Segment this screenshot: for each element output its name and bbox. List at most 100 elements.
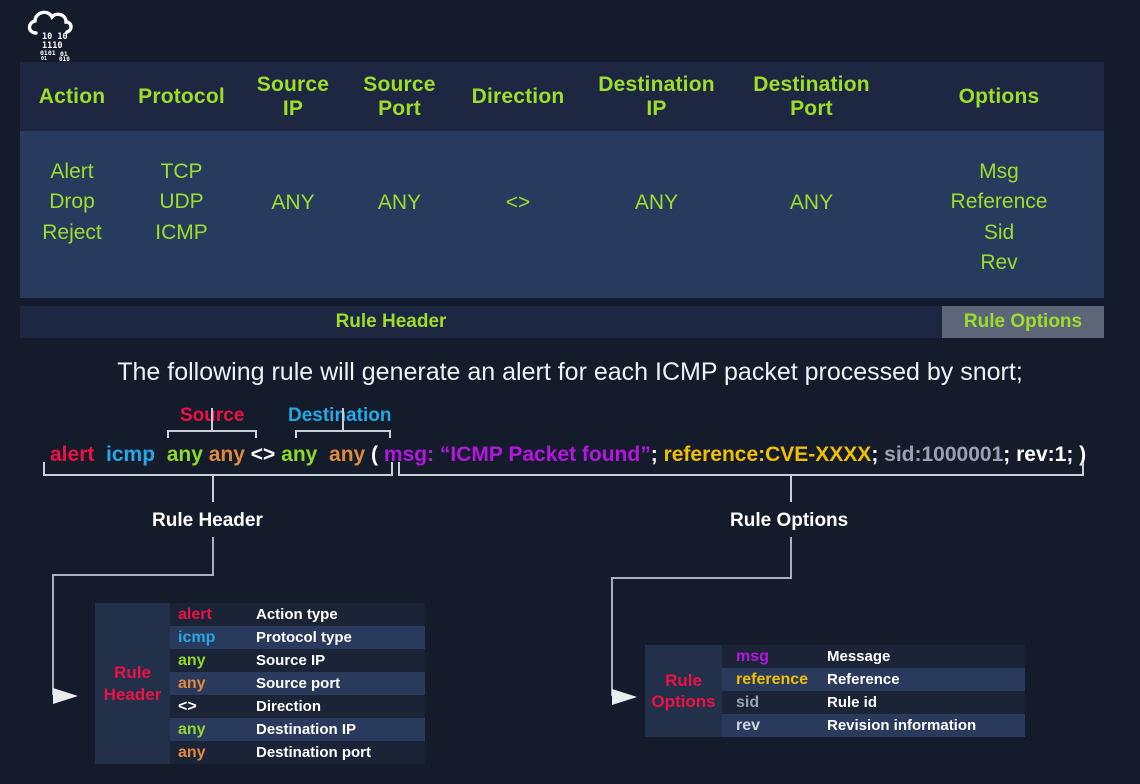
detail-row: <> Direction — [170, 695, 425, 718]
rule-header-arrowhead — [53, 688, 78, 704]
cell-source-port-value: ANY — [347, 131, 452, 298]
detail-row-value: Action type — [256, 606, 338, 623]
cell-source-ip-value: ANY — [239, 131, 347, 298]
rule-token-semicolon-4: ; — [1066, 443, 1074, 466]
side-label-line2: Options — [651, 692, 716, 711]
cloud-binary-logo: 10 10 1110 0101 01 01 010 — [22, 6, 82, 63]
header-label-dest-port-line2: Port — [790, 96, 833, 120]
detail-row-value: Direction — [256, 698, 322, 715]
detail-row-key: any — [178, 743, 206, 761]
detail-row-key: icmp — [178, 628, 216, 646]
column-header-protocol: Protocol — [124, 62, 239, 131]
rule-token-direction: <> — [250, 443, 276, 466]
header-label-action: Action — [38, 84, 106, 108]
rule-token-source-ip: any — [166, 443, 203, 466]
rule-token-action: alert — [50, 443, 95, 466]
header-label-source-port-line1: Source — [363, 73, 436, 97]
svg-text:0101: 0101 — [40, 49, 56, 57]
action-value-drop: Drop — [49, 190, 95, 214]
detail-row-key: msg — [736, 647, 769, 665]
detail-row-key: any — [178, 651, 206, 669]
destination-ip-value: ANY — [634, 191, 679, 214]
column-header-direction: Direction — [452, 62, 584, 131]
cell-destination-ip-value: ANY — [584, 131, 729, 298]
detail-row-value: Message — [827, 648, 891, 665]
annotation-destination-label: Destination — [288, 405, 392, 426]
protocol-value-tcp: TCP — [160, 160, 203, 183]
rule-token-rev: rev:1 — [1016, 443, 1067, 466]
detail-row-value: Protocol type — [256, 629, 352, 646]
bar-rule-header-text: Rule Header — [335, 311, 447, 332]
column-header-options: Options — [894, 62, 1104, 131]
destination-port-value: ANY — [789, 191, 834, 214]
header-label-options: Options — [958, 84, 1040, 108]
header-label-protocol: Protocol — [138, 84, 225, 108]
column-header-destination-port: Destination Port — [729, 62, 894, 131]
rule-token-dest-ip: any — [281, 443, 318, 466]
svg-text:1110: 1110 — [42, 41, 62, 51]
options-value-sid: Sid — [983, 220, 1015, 244]
rule-token-semicolon-2: ; — [871, 443, 879, 466]
table-section-bar: Rule Header Rule Options — [20, 306, 1104, 338]
detail-row-key: sid — [736, 693, 760, 711]
side-label-line2: Header — [103, 684, 162, 704]
column-header-source-ip: Source IP — [239, 62, 347, 131]
detail-row-key: reference — [736, 670, 809, 688]
svg-text:01: 01 — [60, 50, 68, 58]
rule-token-protocol: icmp — [106, 443, 156, 466]
detail-row-key: rev — [736, 716, 761, 734]
section-label-rule-header: Rule Header — [152, 510, 263, 531]
source-ip-value: ANY — [271, 191, 315, 214]
side-label-line1: Rule — [114, 663, 151, 683]
detail-row: sid Rule id — [722, 691, 1025, 714]
cell-action-values: Alert Drop Reject — [20, 131, 124, 298]
header-label-source-ip-line2: IP — [282, 96, 304, 120]
detail-row-value: Rule id — [827, 694, 878, 711]
options-value-msg: Msg — [979, 160, 1019, 183]
rule-token-sid: sid:1000001 — [884, 443, 1004, 466]
source-port-value: ANY — [377, 191, 422, 214]
snort-rule-line: alert icmp any any <> any any ( msg: “IC… — [50, 443, 1086, 467]
rule-token-semicolon-3: ; — [1003, 443, 1011, 466]
rule-header-detail-table: Rule Header alert Action type icmp Protocol… — [95, 603, 425, 764]
side-label-line1: Rule — [665, 670, 702, 690]
header-label-direction: Direction — [471, 84, 565, 108]
action-value-alert: Alert — [50, 160, 94, 183]
detail-row-value: Source port — [256, 675, 341, 692]
options-value-reference: Reference — [950, 190, 1048, 214]
detail-row: msg Message — [722, 645, 1025, 668]
svg-text:10 10: 10 10 — [42, 32, 68, 42]
source-bracket — [167, 430, 257, 438]
detail-row-value: Reference — [827, 671, 900, 688]
cell-direction-value: <> — [452, 131, 584, 298]
rule-token-dest-port: any — [329, 443, 366, 466]
detail-row-value: Revision information — [827, 717, 977, 734]
detail-row-key: any — [178, 720, 206, 738]
rule-options-detail-side-label: Rule Options — [645, 645, 722, 737]
rule-options-detail-rows: msg Message reference Reference sid Rule id re… — [722, 645, 1025, 737]
cell-options-values: Msg Reference Sid Rev — [894, 131, 1104, 298]
header-label-dest-ip-line1: Destination — [598, 73, 715, 97]
rule-token-reference: reference:CVE-XXXX — [663, 443, 872, 466]
protocol-value-icmp: ICMP — [155, 220, 208, 244]
cell-destination-port-value: ANY — [729, 131, 894, 298]
direction-value: <> — [505, 191, 531, 214]
protocol-value-udp: UDP — [159, 190, 204, 214]
column-header-action: Action — [20, 62, 124, 131]
svg-text:01: 01 — [41, 56, 47, 62]
detail-row: rev Revision information — [722, 714, 1025, 737]
description-text: The following rule will generate an aler… — [117, 358, 1023, 386]
detail-row-key: alert — [178, 605, 212, 623]
header-label-dest-port-line1: Destination — [753, 73, 870, 97]
detail-row: icmp Protocol type — [170, 626, 425, 649]
detail-row-key: <> — [178, 697, 197, 715]
header-label-source-port-line2: Port — [378, 96, 421, 120]
detail-row: reference Reference — [722, 668, 1025, 691]
section-label-rule-options: Rule Options — [730, 510, 849, 531]
